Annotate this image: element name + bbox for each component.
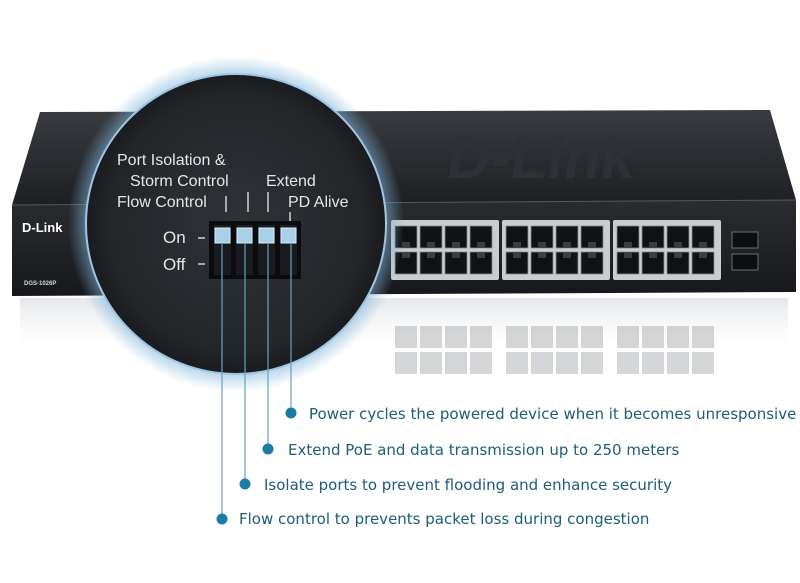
dip-switch-toggle [280, 227, 297, 244]
dip-label-ticks [198, 192, 291, 265]
label-state-off: Off [163, 255, 186, 274]
feature-port-isolation-text: Isolate ports to prevent flooding and en… [264, 476, 673, 494]
ethernet-port-icon [641, 251, 665, 275]
ethernet-port-icon [419, 251, 443, 275]
ethernet-port-reflection [667, 352, 689, 374]
ethernet-port-icon [444, 225, 468, 249]
dip-switch-toggle [236, 227, 253, 244]
ethernet-port-reflection [531, 352, 553, 374]
ethernet-port-icon [555, 225, 579, 249]
ethernet-port-reflection [692, 326, 714, 348]
dip-switch-toggle [258, 227, 275, 244]
ethernet-port-reflection [395, 326, 417, 348]
ethernet-port-array [391, 220, 721, 280]
dip-switch-block [209, 221, 301, 279]
ethernet-port-reflection [667, 326, 689, 348]
ethernet-port-icon [691, 251, 715, 275]
ethernet-port-reflection [581, 326, 603, 348]
ethernet-port-reflection [420, 326, 442, 348]
label-port-isolation-line2: Storm Control [130, 173, 229, 190]
ethernet-port-reflection [420, 352, 442, 374]
dip-switch-labels: Port Isolation & Storm Control Flow Cont… [117, 152, 349, 274]
ethernet-port-icon [469, 251, 493, 275]
ethernet-port-reflection [395, 352, 417, 374]
feature-flow-control-text: Flow control to prevents packet loss dur… [239, 510, 650, 528]
ethernet-port-icon [691, 225, 715, 249]
ethernet-port-reflection [556, 352, 578, 374]
ethernet-port-reflection [617, 352, 639, 374]
ethernet-port-reflection [556, 326, 578, 348]
model-label: DGS-1026P [24, 281, 56, 287]
sfp-port-icon [731, 231, 759, 249]
brand-logo: D-Link [22, 220, 63, 235]
sfp-port-icon [731, 253, 759, 271]
ethernet-port-icon [469, 225, 493, 249]
device-top-logo-emboss: D-Link [443, 123, 640, 191]
ethernet-port-icon [505, 251, 529, 275]
ethernet-port-icon [666, 225, 690, 249]
ethernet-port-reflection [445, 352, 467, 374]
feature-callouts [216, 244, 297, 525]
label-pd-alive: PD Alive [288, 194, 349, 211]
callout-dot-icon [239, 478, 251, 490]
dip-switch-toggle [214, 227, 231, 244]
ethernet-port-reflection [531, 326, 553, 348]
ethernet-port-icon [616, 251, 640, 275]
sfp-port-group [731, 231, 759, 271]
ethernet-port-icon [580, 225, 604, 249]
ethernet-port-reflection [581, 352, 603, 374]
callout-dot-icon [262, 443, 274, 455]
ethernet-port-icon [530, 225, 554, 249]
ethernet-port-icon [616, 225, 640, 249]
ethernet-port-icon [666, 251, 690, 275]
ethernet-port-icon [505, 225, 529, 249]
ethernet-port-icon [641, 225, 665, 249]
ethernet-port-reflection [506, 326, 528, 348]
ethernet-port-reflection [470, 352, 492, 374]
ethernet-port-icon [419, 225, 443, 249]
ethernet-port-reflection [692, 352, 714, 374]
ethernet-port-reflection [445, 326, 467, 348]
ethernet-port-icon [444, 251, 468, 275]
ethernet-port-reflection [617, 326, 639, 348]
ethernet-port-reflection [506, 352, 528, 374]
ethernet-port-icon [530, 251, 554, 275]
label-extend: Extend [266, 173, 316, 190]
feature-extend-text: Extend PoE and data transmission up to 2… [288, 441, 680, 459]
callout-dot-icon [216, 513, 228, 525]
feature-pd-alive-text: Power cycles the powered device when it … [309, 405, 797, 423]
ethernet-port-icon [555, 251, 579, 275]
label-state-on: On [163, 228, 186, 247]
ethernet-port-reflection [642, 352, 664, 374]
ethernet-port-icon [580, 251, 604, 275]
ethernet-port-reflection [470, 326, 492, 348]
label-port-isolation-line1: Port Isolation & [117, 152, 226, 169]
callout-dot-icon [285, 407, 297, 419]
label-flow-control: Flow Control [117, 194, 207, 211]
ethernet-port-reflection [642, 326, 664, 348]
